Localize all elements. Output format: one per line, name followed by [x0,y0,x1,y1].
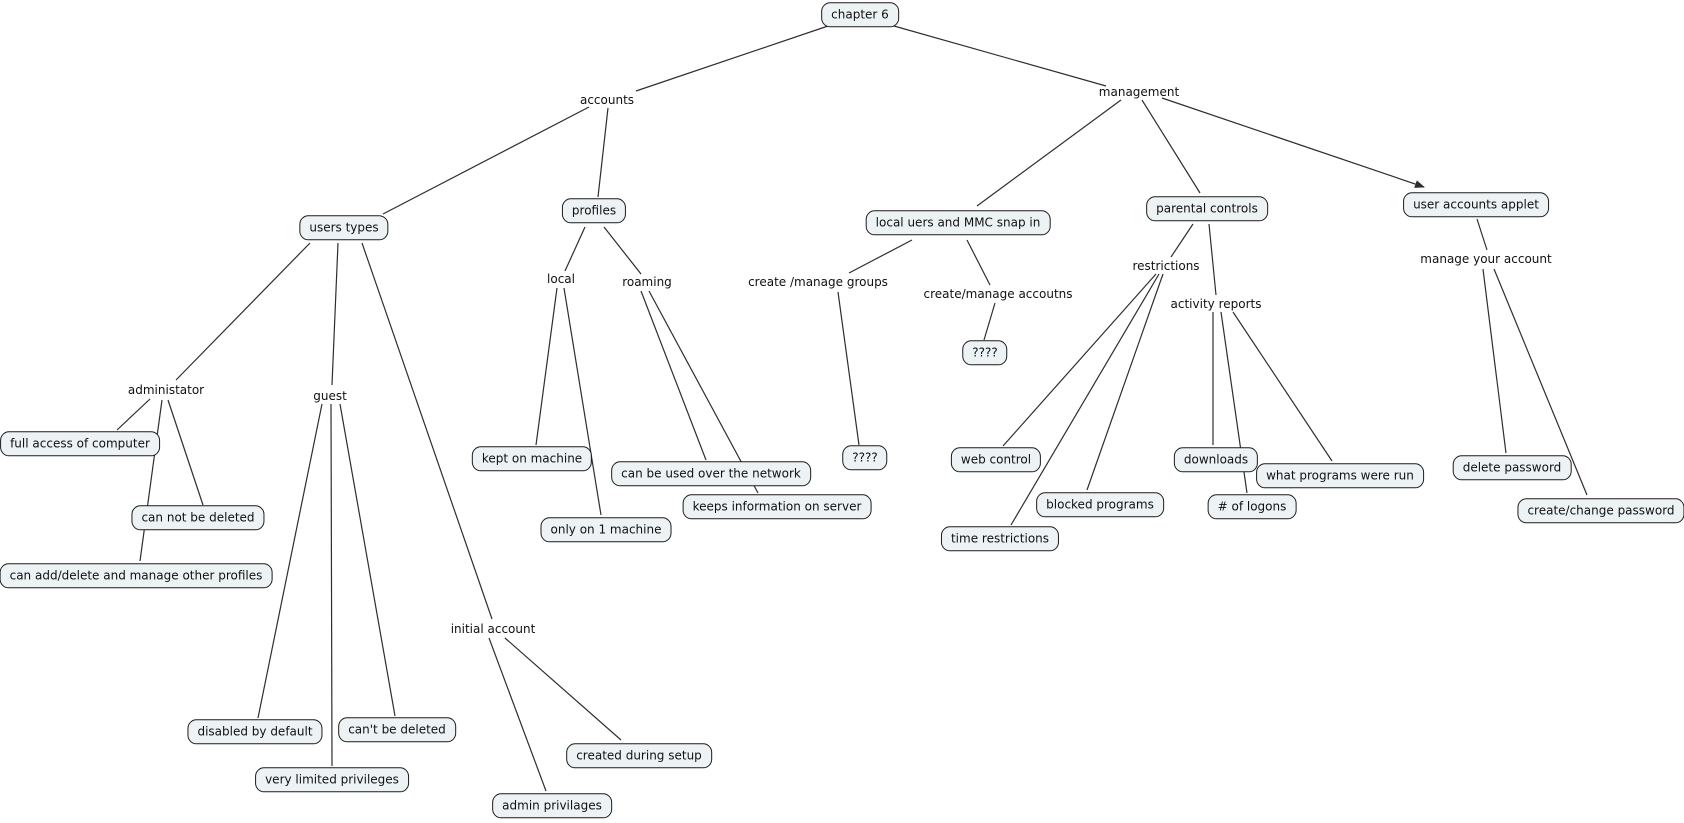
edge-restrictions-time-restrictions [1010,273,1160,526]
edge-roaming-keeps-info-server [648,290,759,494]
edge-activity-reports-what-programs-run [1232,311,1333,462]
edge-guest-cant-be-deleted [339,403,396,717]
edge-management-user-accounts-applet-arrow [1161,97,1425,188]
edge-initial-account-created-during-setup [504,637,622,741]
node-can-not-be-deleted[interactable]: can not be deleted [131,505,265,531]
node-restrictions[interactable]: restrictions [1132,258,1200,273]
node-manage-your-account[interactable]: manage your account [1420,251,1552,266]
node-only-on-1-machine[interactable]: only on 1 machine [540,517,672,543]
node-created-during-setup[interactable]: created during setup [566,743,712,769]
node-accounts[interactable]: accounts [579,92,635,107]
edge-administator-can-add-delete [139,399,163,562]
edge-chapter6-accounts [635,25,829,92]
edge-create-manage-groups-qmarks [837,291,860,446]
edge-initial-account-admin-privilages [488,637,547,792]
edge-management-local-users-mmc [976,99,1122,207]
node-create-manage-accoutns[interactable]: create/manage accoutns [923,286,1073,301]
node-qmarks-groups[interactable]: ???? [842,445,888,471]
node-kept-on-machine[interactable]: kept on machine [471,446,593,472]
node-qmarks-accounts[interactable]: ???? [962,340,1008,366]
edge-create-manage-accoutns-qmarks [983,302,996,341]
node-activity-reports[interactable]: activity reports [1170,296,1262,311]
node-num-of-logons[interactable]: # of logons [1207,494,1297,520]
node-local[interactable]: local [547,271,575,286]
node-cant-be-deleted[interactable]: can't be deleted [338,717,456,743]
node-blocked-programs[interactable]: blocked programs [1036,492,1164,518]
node-roaming[interactable]: roaming [622,274,672,289]
node-admin-privilages[interactable]: admin privilages [492,793,612,819]
node-chapter-6[interactable]: chapter 6 [821,2,899,28]
node-web-control[interactable]: web control [950,447,1042,473]
node-what-programs-were-run[interactable]: what programs were run [1256,463,1424,489]
node-administator[interactable]: administator [127,382,205,397]
edge-users-types-administator [175,242,311,381]
node-full-access-of-computer[interactable]: full access of computer [0,431,160,457]
node-guest[interactable]: guest [313,388,347,403]
edge-local-only-on-1-machine [563,287,602,516]
node-local-uers-and-mmc-snap-in[interactable]: local uers and MMC snap in [865,210,1051,236]
edge-restrictions-web-control [1002,273,1157,447]
edge-accounts-profiles [597,107,609,198]
edge-guest-very-limited-privileges [330,403,333,767]
edge-chapter6-management [893,25,1107,87]
node-keeps-information-on-server[interactable]: keeps information on server [682,494,872,520]
node-users-types[interactable]: users types [299,215,389,241]
edge-manage-your-account-delete-password [1482,268,1507,454]
node-time-restrictions[interactable]: time restrictions [940,526,1060,552]
node-delete-password[interactable]: delete password [1452,455,1572,481]
edge-local-users-mmc-create-manage-groups [848,239,913,274]
edge-users-types-initial-account [361,242,493,620]
edge-local-kept-on-machine [535,287,558,446]
edge-parental-controls-restrictions [1170,223,1194,258]
edge-restrictions-blocked-programs [1086,273,1164,491]
node-can-add-delete-manage-other-profiles[interactable]: can add/delete and manage other profiles [0,563,273,589]
edge-profiles-roaming [603,226,642,275]
edge-manage-your-account-create-change-password [1493,268,1588,496]
node-create-manage-groups[interactable]: create /manage groups [748,274,888,289]
node-parental-controls[interactable]: parental controls [1146,196,1268,222]
edge-local-users-mmc-create-manage-accoutns [966,239,991,286]
edge-user-accounts-applet-manage-your-account [1476,218,1488,251]
edge-users-types-guest [331,242,339,386]
edge-profiles-local [564,226,586,272]
edge-management-parental-controls [1141,99,1201,194]
edge-guest-disabled-by-default [257,403,323,719]
node-management[interactable]: management [1098,84,1180,99]
node-disabled-by-default[interactable]: disabled by default [187,719,323,745]
edge-administator-full-access [116,398,151,431]
node-downloads[interactable]: downloads [1173,447,1259,473]
node-can-be-used-over-the-network[interactable]: can be used over the network [611,461,811,487]
edge-parental-controls-activity-reports [1208,223,1217,296]
node-profiles[interactable]: profiles [561,198,627,224]
edge-accounts-users-types [382,106,590,215]
node-create-change-password[interactable]: create/change password [1517,498,1684,524]
node-user-accounts-applet[interactable]: user accounts applet [1403,192,1549,218]
node-initial-account[interactable]: initial account [450,621,536,636]
edge-administator-can-not-be-deleted [167,399,204,506]
edge-roaming-can-be-used-network [640,290,707,461]
node-very-limited-privileges[interactable]: very limited privileges [255,767,409,793]
